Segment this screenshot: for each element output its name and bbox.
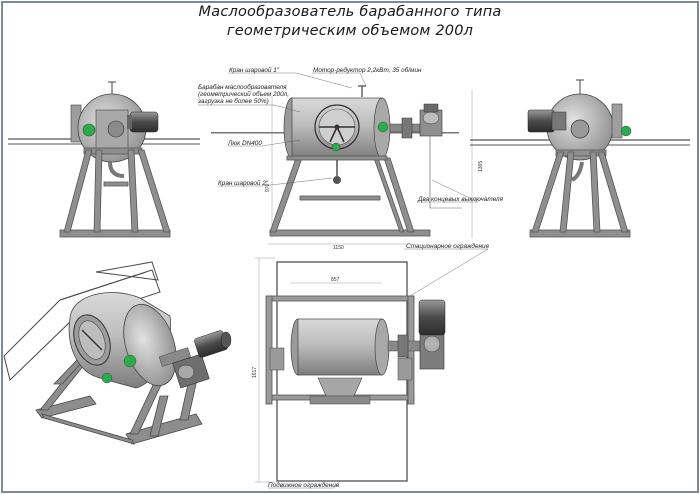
label-ball-valve-2: Кран шаровой 2" <box>218 180 269 187</box>
dimension-front-height: 1365 <box>478 160 484 172</box>
label-stationary-guard: Стационарное ограждение <box>406 243 490 250</box>
green-valve-icon <box>620 125 632 137</box>
top-view <box>255 257 446 483</box>
side-view-left <box>8 81 200 238</box>
green-valve-icon <box>331 142 341 152</box>
green-valve-icon <box>123 354 137 368</box>
label-drum-line-2: (геометрический объем 200л, <box>198 91 290 98</box>
dimension-axis-height: 970 <box>265 183 271 192</box>
label-motor-reducer: Мотор-редуктор 2,2кВт, 35 об/мин <box>313 67 422 74</box>
motor-icon <box>418 299 446 336</box>
drawing-title-line-1: Маслообразователь барабанного типа <box>198 4 502 20</box>
drawing-title-line-2: геометрическим объемом 200л <box>226 23 474 39</box>
front-view <box>211 85 473 245</box>
green-valve-icon <box>82 123 96 137</box>
motor-icon <box>527 109 555 133</box>
label-drum-line-1: Барабан маслообразователя <box>198 84 287 91</box>
side-view-right <box>470 79 690 238</box>
green-valve-icon <box>101 372 113 384</box>
dimension-front-width: 1150 <box>333 245 344 251</box>
label-ball-valve-1: Кран шаровой 1" <box>229 67 280 74</box>
dimension-top-depth: 1617 <box>252 366 258 378</box>
label-movable-guard: Подвижное ограждение <box>268 482 340 489</box>
green-valve-icon <box>377 121 389 133</box>
motor-icon <box>129 111 159 133</box>
leader-lines <box>198 72 489 489</box>
label-hatch: Люк DN400 <box>228 140 262 147</box>
isometric-view <box>3 261 232 445</box>
label-drum-line-3: загрузка не более 50%) <box>198 98 269 105</box>
dimension-top-inner-width: 857 <box>331 277 340 283</box>
label-limit-switches: Два концевых выключателя <box>418 196 504 203</box>
